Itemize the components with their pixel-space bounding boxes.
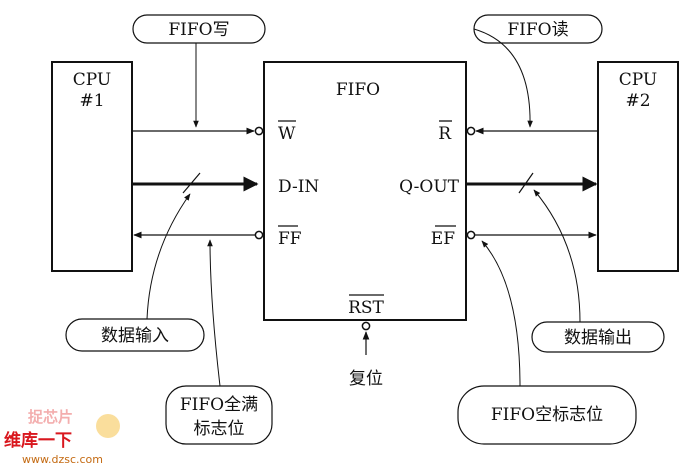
mascot-icon <box>96 414 120 438</box>
callout-fifo-write: FIFO写 <box>132 14 266 44</box>
callout-data-out-text: 数据输出 <box>564 328 632 348</box>
callout-fifo-read: FIFO读 <box>473 14 603 44</box>
fifo-block: FIFO W D-IN FF R Q-OUT EF RST <box>263 61 467 321</box>
pin-ff-bubble <box>254 230 264 240</box>
data-out-bus-slash <box>518 172 534 194</box>
callout-empty-flag-text: FIFO空标志位 <box>491 405 603 425</box>
pin-w-bubble <box>254 126 264 136</box>
leader-full-flag <box>207 239 221 387</box>
data-in-bus-slash <box>182 172 201 194</box>
pin-ff-label: FF <box>278 229 302 249</box>
callout-data-in: 数据输入 <box>65 318 205 352</box>
pin-ef-label: EF <box>431 229 455 249</box>
pin-din-label: D-IN <box>278 177 319 197</box>
callout-full-flag-line2: 标志位 <box>194 419 245 439</box>
callout-empty-flag: FIFO空标志位 <box>457 385 637 445</box>
cpu1-block: CPU #1 <box>51 61 133 272</box>
watermark-url: www.dzsc.com <box>22 453 103 466</box>
callout-full-flag-line1: FIFO全满 <box>180 395 258 415</box>
pin-w-label: W <box>278 124 296 144</box>
callout-data-in-text: 数据输入 <box>101 326 169 346</box>
pin-rst-bubble <box>361 321 371 331</box>
watermark-logo-main: 维库一下 <box>4 430 72 451</box>
leader-empty-flag <box>481 240 521 387</box>
callout-fifo-read-text: FIFO读 <box>507 20 568 40</box>
pin-ef-bubble <box>466 230 476 240</box>
leader-data-in <box>146 193 191 320</box>
callout-data-out: 数据输出 <box>531 321 665 353</box>
cpu2-label-line1: CPU <box>619 70 657 90</box>
fifo-title: FIFO <box>336 80 380 100</box>
leader-fifo-read <box>473 28 533 128</box>
pin-rst-label: RST <box>348 298 384 318</box>
watermark-logo-top: 捉芯片 <box>28 408 73 426</box>
callout-full-flag: FIFO全满 标志位 <box>165 385 273 445</box>
cpu1-label-line1: CPU <box>73 70 111 90</box>
cpu2-block: CPU #2 <box>597 61 679 272</box>
pin-r-bubble <box>466 126 476 136</box>
callout-reset-text: 复位 <box>349 369 383 389</box>
pin-r-label: R <box>438 124 452 144</box>
watermark-logo: 捉芯片 维库一下 www.dzsc.com <box>4 408 120 466</box>
callout-fifo-write-text: FIFO写 <box>168 20 229 40</box>
pin-qout-label: Q-OUT <box>399 177 460 197</box>
leader-data-out <box>533 189 581 323</box>
cpu1-label-line2: #1 <box>79 91 104 111</box>
cpu2-label-line2: #2 <box>625 91 650 111</box>
